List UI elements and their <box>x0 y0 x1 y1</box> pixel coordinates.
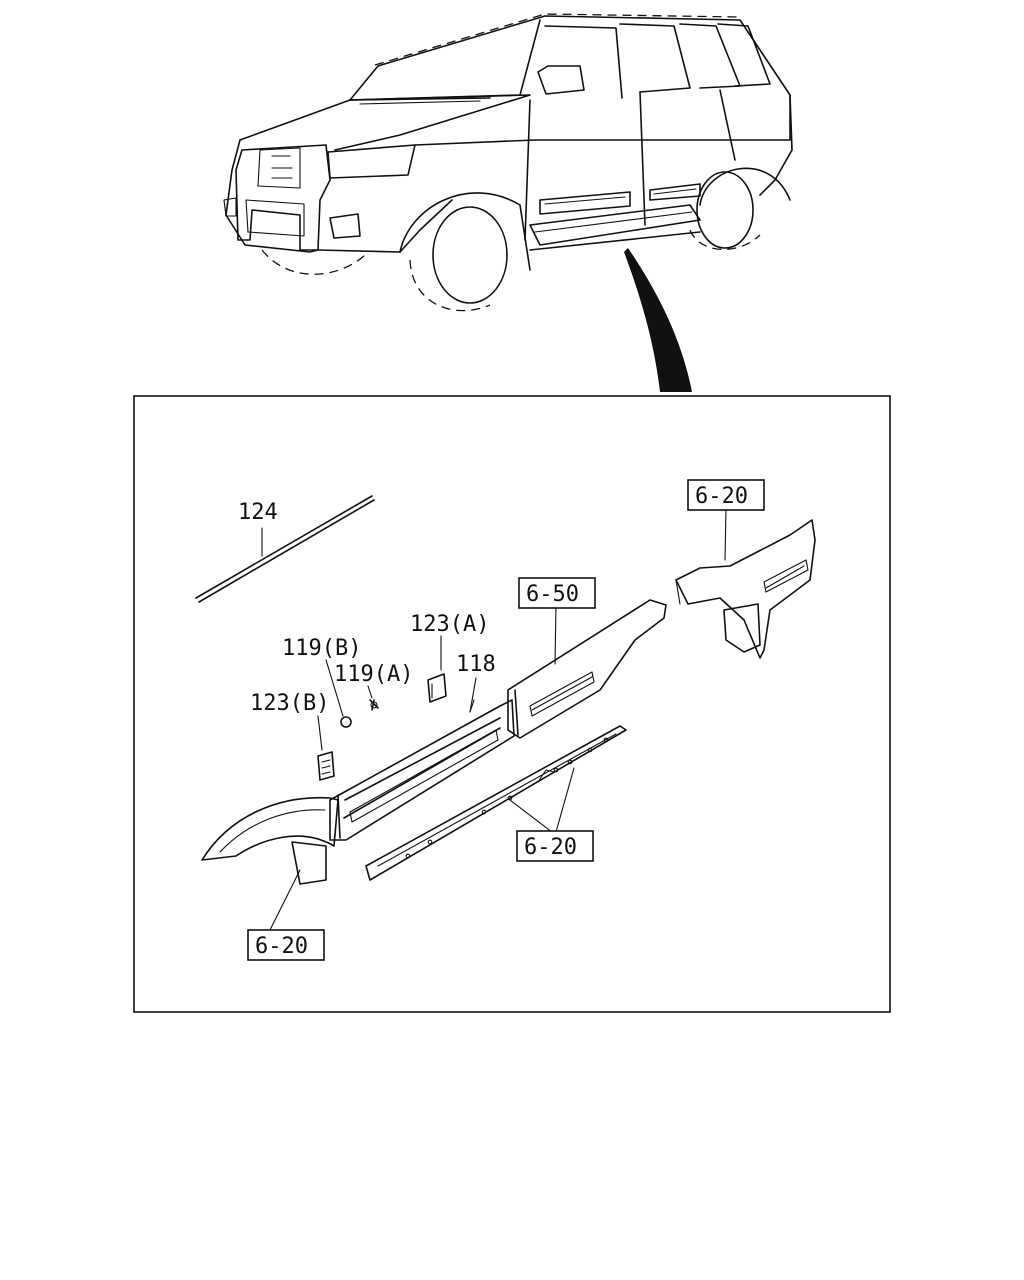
leader-118 <box>469 677 477 713</box>
part-119b-screw <box>325 659 352 728</box>
part-123b-pad <box>317 715 335 781</box>
part-124-strip <box>195 495 375 603</box>
ref-6-50: 6-50 <box>526 582 579 607</box>
vehicle-illustration <box>223 13 793 392</box>
front-fender-flare <box>201 796 339 931</box>
rocker-strip <box>365 725 627 881</box>
part-6-50-moulding <box>507 599 667 739</box>
ref-box-6-20-mid <box>516 830 594 862</box>
pointer-arrow <box>624 248 692 392</box>
ref-6-20-mid: 6-20 <box>524 835 577 860</box>
callout-119b: 119(B) <box>282 636 361 661</box>
detail-frame <box>133 395 891 1013</box>
ref-box-6-20-top <box>687 479 765 511</box>
callout-118: 118 <box>456 652 496 677</box>
rear-fender-flare <box>675 507 816 659</box>
callout-123b: 123(B) <box>250 691 329 716</box>
leader-6-20-mid-a <box>509 799 553 833</box>
callout-123a: 123(A) <box>410 612 489 637</box>
ref-box-6-50 <box>518 577 596 609</box>
callout-119a: 119(A) <box>334 662 413 687</box>
ref-6-20-top: 6-20 <box>695 484 748 509</box>
leader-6-20-mid-b <box>555 767 575 833</box>
part-119a-screw <box>367 685 379 711</box>
part-118-side-moulding <box>329 699 515 841</box>
callout-124: 124 <box>238 500 278 525</box>
part-123a-clip <box>427 635 447 703</box>
ref-box-6-20-bottom <box>247 929 325 961</box>
ref-6-20-bottom: 6-20 <box>255 934 308 959</box>
